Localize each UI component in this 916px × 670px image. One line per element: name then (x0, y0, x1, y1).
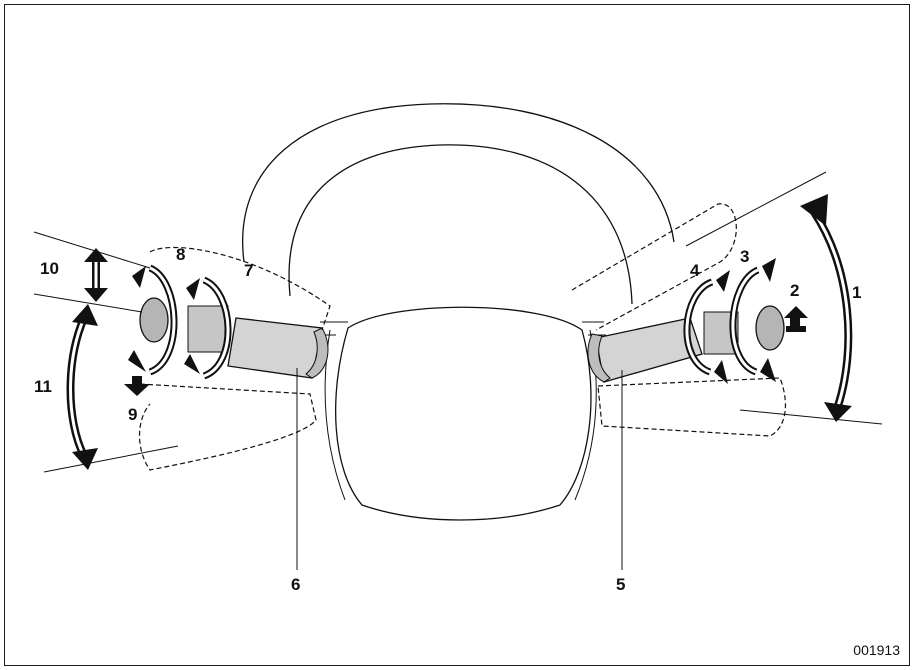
right-lever (587, 258, 785, 384)
callout-2: 2 (790, 281, 799, 300)
arrow-10-head-top (84, 248, 108, 262)
left-lever-stalk (227, 317, 323, 379)
left-lever (128, 264, 329, 380)
arrow-11-head-top (72, 304, 98, 326)
callout-4: 4 (690, 261, 700, 280)
callout-6: 6 (291, 575, 300, 594)
left-ring-clip-top (132, 266, 200, 300)
arrow-2-icon (784, 306, 808, 326)
steering-hub (335, 306, 592, 521)
callout-1: 1 (852, 283, 861, 302)
steering-wheel-inner-rim (288, 144, 633, 305)
right-ring-clip-top (716, 258, 776, 292)
reference-line-10-lower (33, 293, 143, 313)
right-ring-outer-white (731, 268, 759, 374)
arrow-1-head-top (800, 194, 828, 226)
reference-line-10-upper (33, 231, 151, 269)
left-ring-outer-white (149, 266, 176, 374)
left-lever-dashed-lower (139, 383, 317, 471)
figure-frame (4, 4, 910, 666)
callout-11: 11 (34, 377, 52, 396)
left-ring-inner-white (203, 278, 230, 378)
left-lever-band (187, 305, 229, 353)
callout-5: 5 (616, 575, 625, 594)
right-ring-clip-bottom (714, 358, 776, 384)
left-ring-clip-bottom (128, 350, 200, 374)
right-lever-dashed-upper (571, 203, 737, 331)
right-lever-collar (587, 333, 611, 383)
callout-8: 8 (176, 245, 185, 264)
arrow-1-head-bottom (824, 402, 852, 422)
right-lever-end (755, 305, 785, 351)
spoke-right (582, 321, 606, 336)
reference-line-1-lower (739, 409, 883, 425)
arrow-1-white (812, 211, 850, 407)
arrow-9-icon (124, 376, 150, 396)
callout-10: 10 (40, 259, 59, 278)
left-lever-collar (305, 327, 329, 379)
right-lever-dashed-lower (597, 377, 787, 437)
figure-code: 001913 (853, 642, 900, 658)
arrow-11-white (69, 317, 86, 457)
left-lever-dashed-upper (149, 246, 331, 331)
reference-line-1-upper (685, 171, 827, 247)
arrow-11-head-bottom (72, 448, 98, 470)
arrow-10-head-bottom (84, 288, 108, 302)
callout-7: 7 (244, 261, 253, 280)
left-lever-end (139, 297, 169, 343)
right-ring-inner-white (685, 280, 713, 374)
steering-wheel-rim (242, 103, 675, 263)
reference-line-11-lower (43, 445, 179, 473)
callout-9: 9 (128, 405, 137, 424)
arrow-2-base (786, 326, 806, 332)
callout-3: 3 (740, 247, 749, 266)
